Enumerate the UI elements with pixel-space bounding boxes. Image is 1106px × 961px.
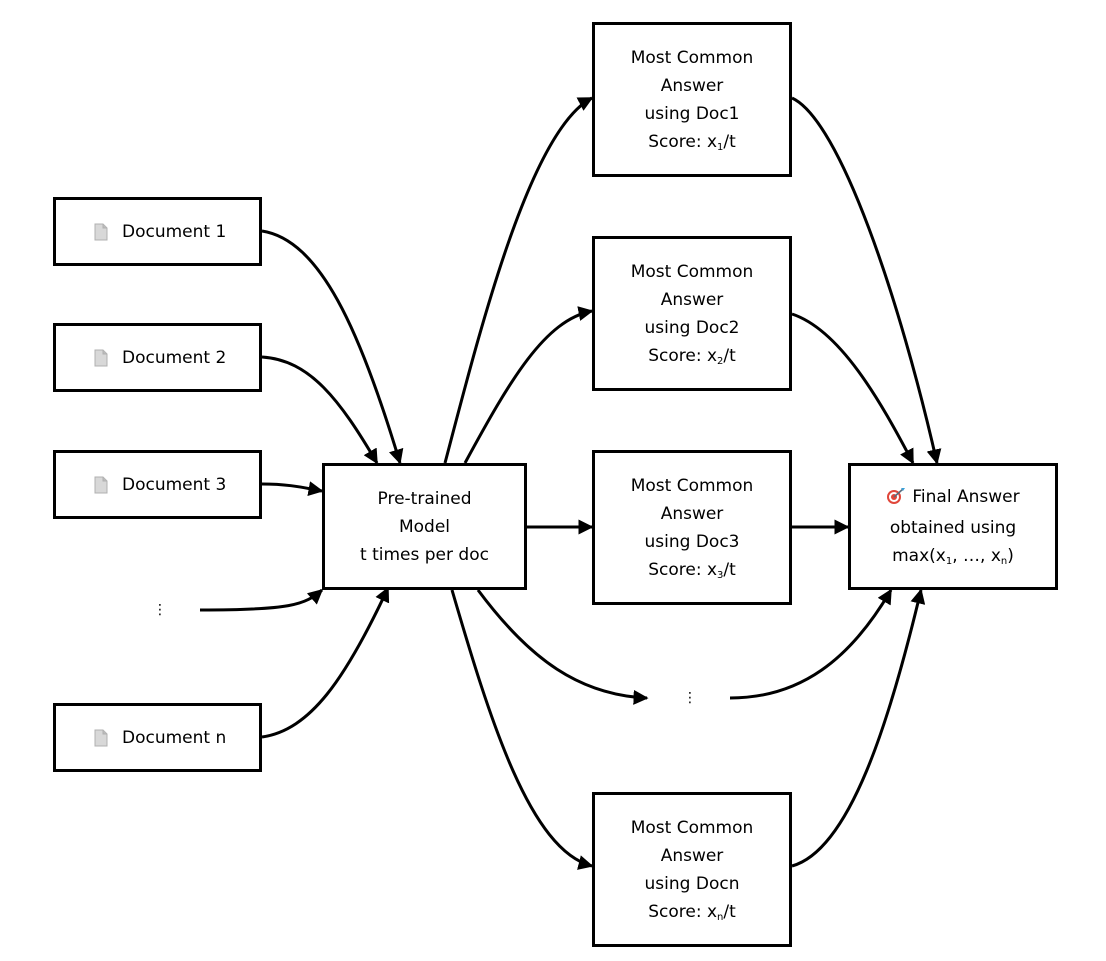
answers-ellipsis: ⋮ (683, 690, 697, 706)
final-answer-box: Final Answer obtained using max(x1, …, x… (848, 463, 1058, 590)
model-line-3: t times per doc (360, 544, 489, 565)
model-line-1: Pre-trained (377, 488, 472, 509)
answer-line-2: Answer (660, 75, 724, 96)
answer-line-1: Most Common (630, 261, 754, 282)
edge-answer1-final (791, 96, 942, 465)
document-box-1: Document 1 (53, 197, 262, 266)
answer-line-2: Answer (660, 845, 724, 866)
edge-doc3-model (261, 481, 324, 497)
answer-box-3: Most Common Answer using Doc3 Score: x3/… (592, 450, 792, 605)
document-box-2: Document 2 (53, 323, 262, 392)
document-box-n: Document n (53, 703, 262, 772)
answer-score: Score: x3/t (648, 559, 736, 581)
model-box: Pre-trained Model t times per doc (322, 463, 527, 590)
answer-line-1: Most Common (630, 475, 754, 496)
answer-box-1: Most Common Answer using Doc1 Score: x1/… (592, 22, 792, 177)
document-icon (92, 476, 110, 494)
answer-box-2: Most Common Answer using Doc2 Score: x2/… (592, 236, 792, 391)
edge-answern-final (791, 588, 926, 868)
edge-ellipsis-final (729, 588, 893, 700)
final-line-1: Final Answer (886, 483, 1020, 514)
document-icon (92, 349, 110, 367)
edge-doc2-model (261, 355, 379, 465)
document-label: Document 2 (122, 347, 227, 368)
model-line-2: Model (398, 516, 451, 537)
final-max-expression: max(x1, …, xn) (892, 546, 1014, 567)
document-label: Document n (122, 727, 227, 748)
edge-model-answer2 (463, 306, 594, 464)
document-label: Document 1 (122, 221, 227, 242)
answer-score: Score: xn/t (648, 901, 736, 923)
target-icon (886, 486, 906, 514)
document-label: Document 3 (122, 474, 227, 495)
documents-ellipsis: ⋮ (153, 602, 167, 618)
edge-docn-model (261, 586, 390, 739)
edge-doc1-model (261, 229, 404, 465)
answer-line-2: Answer (660, 289, 724, 310)
answer-line-1: Most Common (630, 47, 754, 68)
answer-score: Score: x2/t (648, 345, 736, 367)
final-line-2: obtained using (889, 518, 1017, 538)
answer-line-3: using Doc2 (644, 317, 740, 338)
answer-line-2: Answer (660, 503, 724, 524)
document-icon (92, 223, 110, 241)
edge-model-answern (450, 589, 594, 870)
document-icon (92, 729, 110, 747)
answer-line-3: using Doc1 (644, 103, 740, 124)
answer-line-1: Most Common (630, 817, 754, 838)
answer-line-3: using Doc3 (644, 531, 740, 552)
document-box-3: Document 3 (53, 450, 262, 519)
answer-line-3: using Docn (644, 873, 740, 894)
edge-model-ellipsis (476, 589, 649, 705)
edge-answer2-final (791, 312, 915, 465)
edge-ellipsis-model (199, 588, 324, 612)
answer-score: Score: x1/t (648, 131, 736, 153)
edge-model-answer1 (443, 96, 594, 464)
answer-box-n: Most Common Answer using Docn Score: xn/… (592, 792, 792, 947)
